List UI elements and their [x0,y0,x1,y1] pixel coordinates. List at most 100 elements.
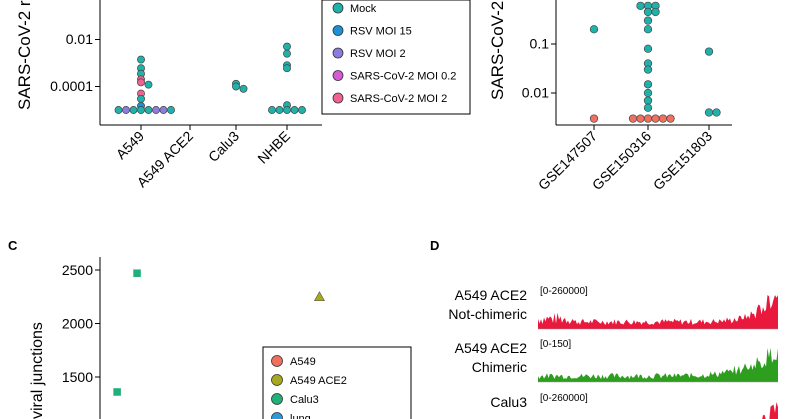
panel-b-point [658,114,668,123]
panel-a-point [137,55,145,64]
panel-d-track-label: Calu3 [490,394,527,410]
panel-a-point [268,106,276,114]
panel-d-track-range: [0-150] [540,339,571,350]
panel-c-ytick-label: 1500 [62,369,93,385]
panel-b-xtick-label: GSE151803 [650,128,715,193]
panel-c-legend-marker [271,412,283,419]
panel-c-letter: C [8,238,18,253]
panel-b-point [643,65,653,74]
panel-a-point [283,42,291,51]
panel-b-point [712,108,721,117]
panel-b-point [704,47,714,56]
panel-a-point [159,106,168,114]
panel-b-point [666,114,675,123]
panel-a-point [144,80,153,89]
panel-b-point [643,25,653,34]
panel-a-point [137,78,145,87]
panel-a-point [275,106,284,114]
panel-c-legend-label: lung [290,413,311,419]
panel-b-point [651,114,660,123]
panel-a-point [239,84,248,93]
panel-a-legend-marker [332,47,344,59]
panel-a-point [129,106,138,114]
panel-b-xtick-label: GSE150316 [589,128,654,193]
panel-a-point [232,82,240,91]
panel-b-point [589,25,599,34]
panel-b-ytick-label: 0.01 [522,85,549,101]
panel-b-point [589,114,599,123]
panel-a-xtick-label: NHBE [254,128,293,167]
panel-a-legend-label: SARS-CoV-2 MOI 0.2 [350,71,456,83]
panel-c-legend-marker [271,355,283,367]
panel-d-letter: D [430,238,439,253]
panel-b-point [643,88,653,98]
panel-d-track-range: [0-260000] [540,286,588,297]
panel-d-track-range: [0-260000] [540,393,588,404]
panel-b-ylabel: SARS-CoV-2 r [488,0,507,100]
panel-d-coverage [538,295,778,329]
panel-a-legend-label: RSV MOI 2 [350,48,406,60]
panel-b-point [636,1,645,11]
panel-a-point [290,106,299,114]
panel-d-coverage [538,348,778,382]
panel-b-point [643,7,653,17]
panel-a-point [122,106,130,114]
panel-a-point [283,64,291,73]
panel-a-legend-marker [332,25,344,36]
panel-a-legend-marker [332,2,344,14]
panel-b-point [643,114,653,123]
panel-c-point [313,291,325,302]
panel-c-ylabel: viral junctions [29,322,46,419]
panel-c-legend-marker [271,374,283,386]
panel-a-legend-label: SARS-CoV-2 MOI 2 [350,93,447,105]
panel-c-legend-label: Calu3 [290,394,319,406]
panel-c-ytick-label: 2000 [62,316,93,332]
panel-b-point [643,16,653,25]
panel-a-point [114,106,123,114]
panel-b-point [628,114,638,123]
panel-a-point [152,106,160,114]
panel-c-point [133,269,141,277]
panel-a-xtick-label: A549 [113,128,148,163]
panel-a-legend [321,0,471,115]
panel-c: C viral junctions 2500 2000 1500 A549A549 … [8,238,412,419]
panel-b-point [636,114,645,123]
panel-a-point [283,49,291,58]
panel-c-legend-marker [271,393,283,405]
panel-d-track-label: A549 ACE2 [455,287,528,303]
panel-a-point [283,106,291,114]
panel-c-legend-label: A549 [290,356,316,368]
panel-d-track-label: A549 ACE2 [455,340,528,356]
panel-a-xtick-label: Calu3 [205,128,242,165]
panel-b-point [643,80,653,89]
panel-a-legend-label: Mock [350,3,377,15]
panel-c-point [113,388,121,396]
panel-b-ytick-label: 0.1 [530,36,550,52]
panel-a-point [137,94,145,103]
panel-a-ytick-label: 0.01 [66,31,93,47]
panel-b-point [704,108,714,117]
panel-a-legend-marker [332,70,344,81]
panel-b-point [643,44,653,53]
panel-a-legend-marker [332,92,344,104]
panel-b-point [651,7,660,17]
panel-b-point [643,103,653,112]
panel-c-legend-label: A549 ACE2 [290,375,347,387]
panel-d-coverage [762,402,778,419]
panel-a-legend-label: RSV MOI 15 [350,26,412,38]
panel-a-ytick-label: 0.0001 [50,78,93,94]
panel-a-point [167,106,175,114]
panel-b-point [643,96,653,105]
panel-a-point [137,106,145,114]
panel-c-legend [262,346,412,419]
panel-b: SARS-CoV-2 r 0.10.01 GSE147507GSE150316G… [488,0,732,193]
panel-a-ylabel: SARS-CoV-2 re [15,0,34,110]
panel-d-track-sublabel: Not-chimeric [448,306,527,322]
panel-a-point [298,106,306,114]
panel-c-ytick-label: 2500 [62,262,93,278]
panel-a-point [144,106,153,114]
panel-d-track-sublabel: Chimeric [472,359,527,375]
